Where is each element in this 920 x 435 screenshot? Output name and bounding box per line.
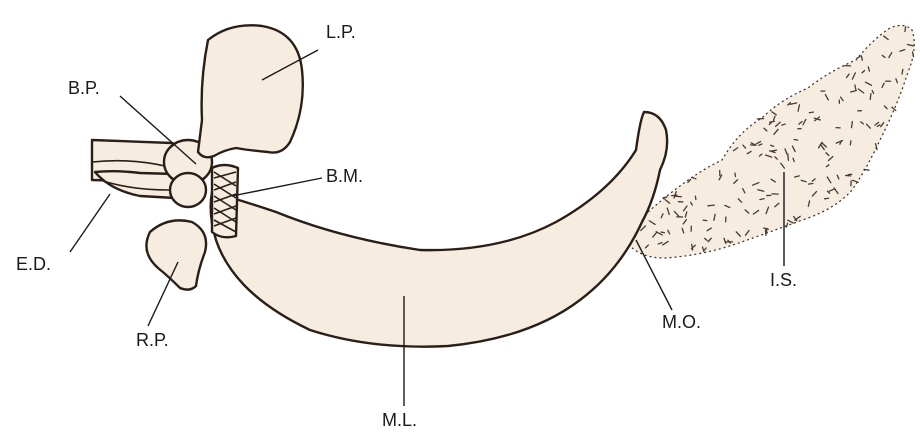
label-rp: R.P. (136, 330, 169, 350)
stipple-mark (861, 56, 862, 60)
stipple-mark (851, 122, 852, 128)
stipple-mark (864, 169, 869, 170)
stipple-mark (663, 197, 667, 198)
stipple-mark (870, 94, 871, 100)
stipple-mark (765, 230, 766, 235)
stipple-mark (788, 154, 789, 161)
stipple-mark (772, 150, 777, 151)
stipple-mark (661, 232, 664, 233)
stipple-mark (905, 27, 906, 32)
label-is: I.S. (770, 270, 797, 290)
intromittent-sac (630, 25, 914, 258)
right-paramere (146, 220, 206, 289)
left-paramere (198, 25, 303, 157)
stipple-mark (809, 112, 813, 113)
label-ml: M.L. (382, 410, 417, 430)
stipple-mark (913, 52, 914, 57)
stipple-mark (850, 141, 851, 145)
leader-bm (232, 178, 322, 196)
label-mo: M.O. (662, 312, 701, 332)
stipple-mark (770, 121, 775, 122)
stipple-mark (825, 198, 829, 199)
leader-ed (70, 194, 110, 252)
stipple-mark (735, 173, 736, 176)
stipple-mark (708, 205, 714, 206)
basal-membrane (212, 165, 238, 237)
stipple-mark (808, 184, 812, 185)
stipple-mark (675, 196, 681, 197)
label-bm: B.M. (326, 166, 363, 186)
stipple-mark (794, 140, 798, 141)
label-lp: L.P. (326, 22, 356, 42)
label-ed: E.D. (16, 254, 51, 274)
stipple-mark (902, 69, 903, 74)
stipple-mark (760, 199, 764, 200)
label-bp: B.P. (68, 78, 100, 98)
